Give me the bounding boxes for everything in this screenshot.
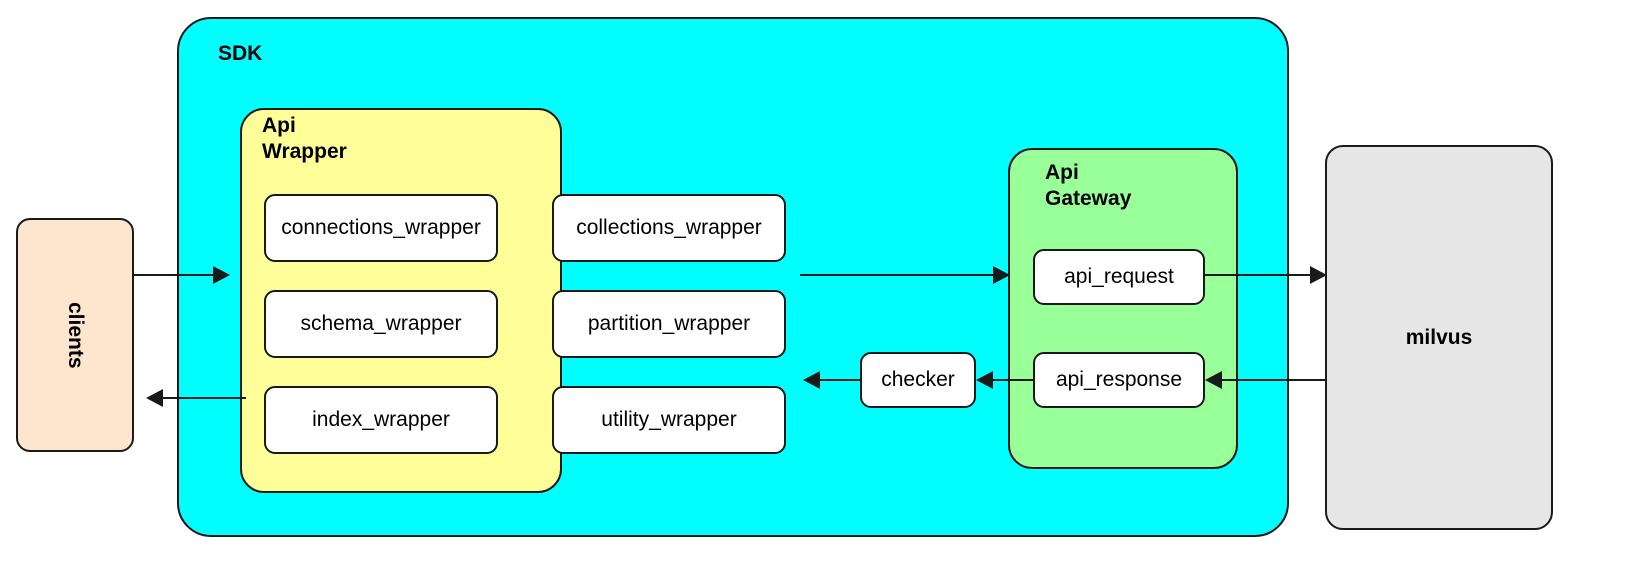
container-api-gateway [1008,148,1238,469]
node-utility-wrapper[interactable]: utility_wrapper [552,386,786,454]
container-api-wrapper-label: Api Wrapper [262,114,347,163]
arrowhead-wrapper-to-clients [146,389,163,407]
connector-milvus-to-response [1222,379,1327,381]
arrowhead-milvus-to-response [1205,371,1222,389]
connector-wrapper-to-gateway [800,274,997,276]
container-api-gateway-label: Api Gateway [1045,161,1132,210]
node-partition-wrapper[interactable]: partition_wrapper [552,290,786,358]
connector-wrapper-to-clients [163,397,246,399]
node-index-wrapper[interactable]: index_wrapper [264,386,498,454]
connector-checker-to-wrapper [820,379,862,381]
node-collections-wrapper[interactable]: collections_wrapper [552,194,786,262]
arrowhead-response-to-checker [976,371,993,389]
node-checker[interactable]: checker [860,352,976,408]
node-api-response[interactable]: api_response [1033,352,1205,408]
arrowhead-request-to-milvus [1310,266,1327,284]
arrowhead-wrapper-to-gateway [993,266,1010,284]
connector-clients-to-sdk [134,274,220,276]
box-clients-label: clients [64,301,87,369]
connector-request-to-milvus [1205,274,1315,276]
container-sdk-label: SDK [218,42,263,65]
arrowhead-clients-to-sdk [213,266,230,284]
box-clients[interactable]: clients [16,218,134,452]
node-schema-wrapper[interactable]: schema_wrapper [264,290,498,358]
box-milvus[interactable]: milvus [1325,145,1553,530]
connector-response-to-checker [993,379,1035,381]
arrowhead-checker-to-wrapper [803,371,820,389]
node-connections-wrapper[interactable]: connections_wrapper [264,194,498,262]
node-api-request[interactable]: api_request [1033,249,1205,305]
